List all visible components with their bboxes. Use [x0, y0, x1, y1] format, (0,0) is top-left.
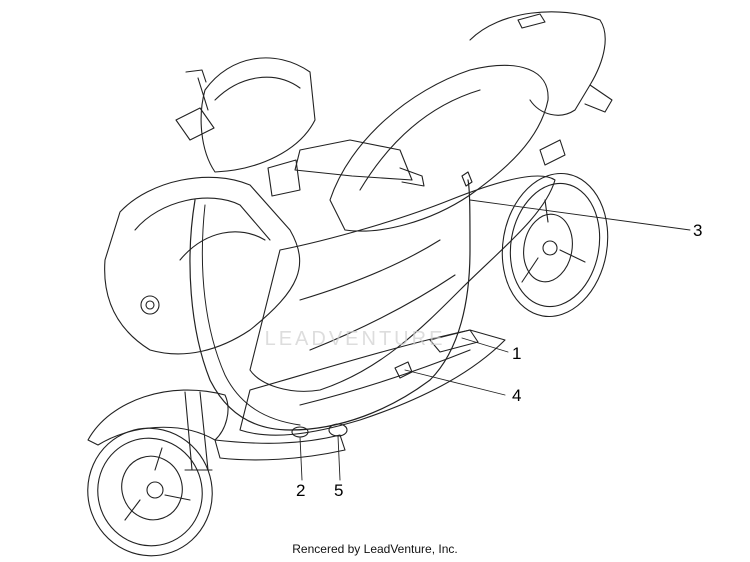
leader-line-1 — [461, 337, 509, 353]
rear-wheel — [501, 172, 609, 318]
cable-secondary — [201, 204, 301, 426]
callout-2: 2 — [296, 481, 306, 500]
seat — [329, 64, 549, 232]
front-emblem — [140, 295, 160, 315]
windshield — [200, 57, 316, 173]
leader-line-4 — [404, 369, 506, 396]
bracket-1 — [429, 329, 479, 353]
rear-tail — [469, 11, 606, 116]
cable-main — [189, 179, 471, 431]
mirror-stem — [185, 69, 209, 111]
leader-line-3 — [469, 199, 691, 231]
front-fender — [87, 389, 229, 446]
callout-5: 5 — [334, 481, 344, 500]
side-panel — [249, 175, 556, 392]
front-wheel — [87, 427, 213, 557]
clip-4 — [394, 361, 413, 379]
floorboard — [239, 329, 506, 436]
watermark-text: LEADVENTURE — [265, 328, 446, 350]
handlebar — [294, 139, 413, 181]
lower-body — [214, 434, 346, 461]
leader-line-2 — [299, 436, 303, 481]
credit-line: Rencered by LeadVenture, Inc. — [292, 542, 458, 556]
front-cowl — [104, 176, 301, 355]
callout-3: 3 — [693, 221, 703, 240]
grommet-2 — [291, 426, 309, 438]
front-fork — [184, 391, 213, 471]
callout-4: 4 — [512, 386, 522, 405]
callout-1: 1 — [512, 344, 522, 363]
leader-line-5 — [337, 435, 341, 481]
